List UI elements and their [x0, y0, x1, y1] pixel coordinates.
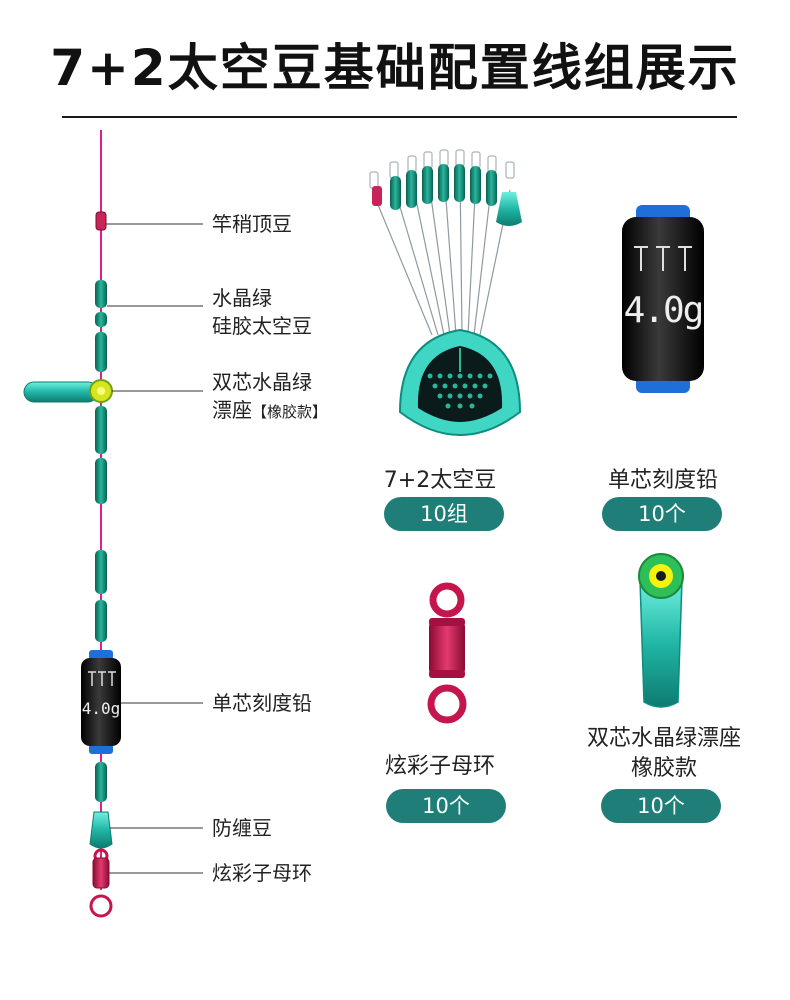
float-seat-rig	[23, 379, 113, 403]
product-qty-float-seat: 10个	[601, 789, 721, 823]
swivel-product-image	[427, 582, 467, 724]
float-seat-product-image	[638, 553, 684, 708]
callout-space-bean: 水晶绿 硅胶太空豆	[212, 286, 312, 338]
rig-sinker-marking: 4.0g	[81, 699, 121, 718]
callout-float-seat: 双芯水晶绿 漂座【橡胶款】	[212, 370, 328, 422]
product-name-space-bean-set: 7+2太空豆	[383, 468, 497, 493]
top-bead	[95, 211, 107, 231]
product-name-sinker: 单芯刻度铅	[607, 468, 718, 493]
space-bean-group-bottom	[95, 762, 107, 802]
title-divider	[62, 116, 737, 118]
space-bean-set-image	[369, 149, 522, 437]
product-qty-swivel: 10个	[386, 789, 506, 823]
sinker-product-marking: 4.0g	[623, 290, 705, 331]
space-bean-group-middle	[95, 406, 107, 504]
page-title: 7+2太空豆基础配置线组展示	[50, 39, 740, 97]
sinker-product-image	[622, 205, 704, 393]
callout-top-bead: 竿稍顶豆	[212, 212, 292, 236]
anti-tangle-bead	[89, 811, 113, 849]
sinker-rig	[81, 650, 121, 754]
product-name-swivel: 炫彩子母环	[384, 754, 495, 779]
space-bean-group-lower	[95, 550, 107, 642]
space-bean-group-upper	[95, 280, 107, 372]
callout-swivel: 炫彩子母环	[212, 861, 312, 885]
product-qty-space-bean-set: 10组	[384, 497, 504, 531]
product-qty-sinker: 10个	[602, 497, 722, 531]
callout-sinker: 单芯刻度铅	[212, 691, 312, 715]
callout-anti-tangle: 防缠豆	[212, 816, 272, 840]
product-name-float-seat: 双芯水晶绿漂座 橡胶款	[586, 726, 741, 781]
swivel-rig	[89, 848, 113, 918]
